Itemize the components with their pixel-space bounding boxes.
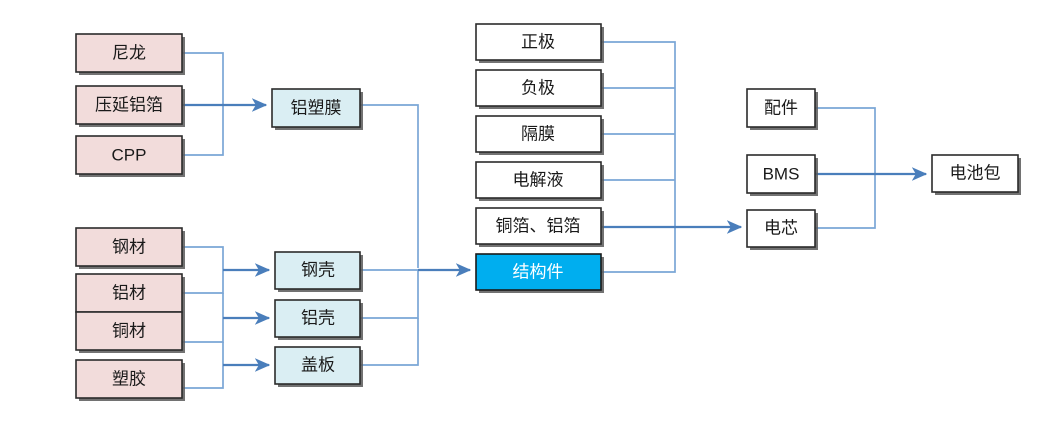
node-nilong[interactable]: 尼龙 [75,33,185,75]
edge-cell-bracket [815,174,876,229]
connector-layer [182,41,928,389]
node-gaiban[interactable]: 盖板 [274,346,363,387]
edge-gaiban-bracket [360,318,419,366]
node-dianxin[interactable]: 电芯 [746,209,818,250]
node-yayanlvbo[interactable]: 压延铝箔 [75,85,185,127]
node-sujiao[interactable]: 塑胶 [75,359,185,401]
node-zhengji[interactable]: 正极 [475,23,604,63]
node-lvcai[interactable]: 铝材 [75,273,185,315]
edge-zhengji-bracket [601,41,676,227]
edge-peijian-bracket [815,107,876,174]
node-gangcai[interactable]: 钢材 [75,227,185,269]
node-tongbo-lvbo[interactable]: 铜箔、铝箔 [475,207,604,247]
node-bms[interactable]: BMS [746,154,818,196]
node-dianjieye[interactable]: 电解液 [475,161,604,201]
node-fuji[interactable]: 负极 [475,69,604,109]
node-lvsumo[interactable]: 铝塑膜 [271,88,363,130]
edge-lvke-bracket [360,270,419,319]
edge-gangcai-bracket [182,246,224,270]
node-cpp[interactable]: CPP [75,135,185,177]
node-peijian[interactable]: 配件 [746,88,818,130]
edge-nilong-to-film [182,52,224,105]
node-jiegoujian[interactable]: 结构件 [475,253,604,293]
node-tongcai[interactable]: 铜材 [75,311,185,353]
edge-lvcai-bracket-up [182,270,224,294]
node-gemo[interactable]: 隔膜 [475,115,604,155]
node-dianchibao[interactable]: 电池包 [931,154,1021,195]
node-gangke[interactable]: 钢壳 [274,251,363,292]
edge-film-to-struct [360,104,419,268]
node-lvke[interactable]: 铝壳 [274,299,363,340]
edge-tongcai-bracket [182,318,224,343]
edge-cpp-to-film [182,105,224,156]
edge-sujiao-bracket [182,365,224,389]
edge-struct-bracket [601,227,676,273]
